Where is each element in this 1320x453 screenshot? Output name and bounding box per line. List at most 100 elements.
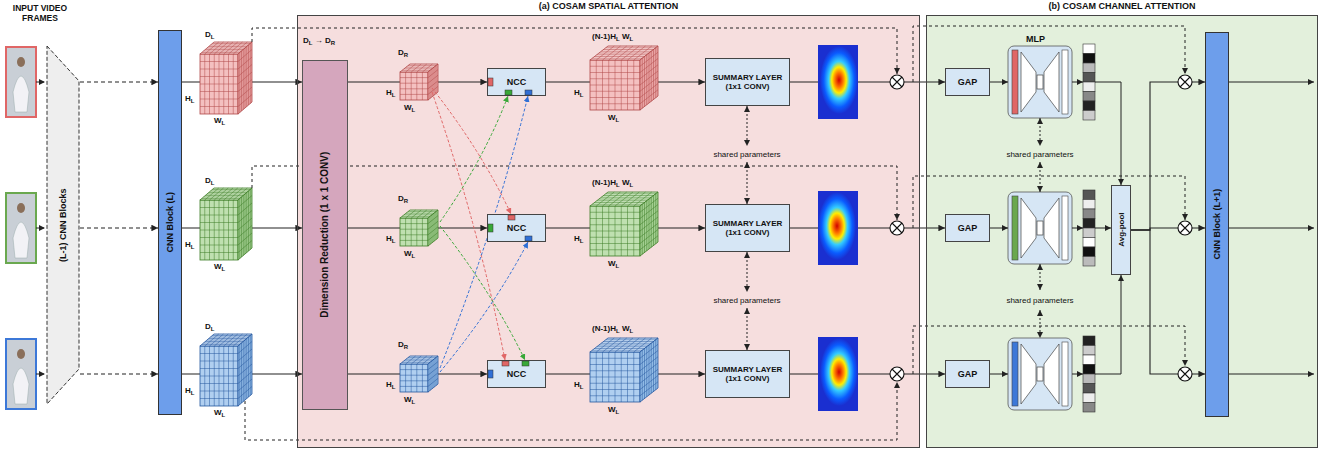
shared-note: shared parameters	[1000, 150, 1080, 160]
attention-vector	[1083, 257, 1095, 267]
shared-parameter-link	[747, 308, 748, 350]
ncc-input-marker	[508, 215, 515, 220]
shared-parameter-link	[747, 252, 748, 292]
node-label: (L-1) CNN Blocks	[58, 188, 68, 262]
cross-correlation-arrow	[440, 226, 525, 360]
dimension-label: HL	[574, 380, 583, 390]
wire	[1095, 228, 1111, 229]
ncc-input-marker	[525, 236, 532, 241]
attention-vector	[1083, 403, 1095, 413]
node-label: GAP	[958, 369, 978, 379]
attention-heatmap	[820, 338, 858, 406]
connector	[790, 373, 945, 374]
multiply-symbol	[890, 367, 904, 381]
mlp-label: MLP	[1026, 34, 1045, 44]
node-label: SUMMARY LAYER (1x1 CONV)	[708, 73, 787, 91]
attention-vector	[1083, 73, 1095, 83]
cube-grid	[200, 334, 252, 406]
cube-grid	[200, 42, 252, 114]
person-figure	[17, 349, 25, 359]
multiply-symbol	[1178, 221, 1192, 235]
mlp-block	[1008, 46, 1072, 118]
frame-arrow	[36, 374, 45, 375]
attention-vector	[1083, 101, 1095, 111]
mlp-output	[1062, 342, 1068, 406]
summary-layer: SUMMARY LAYER (1x1 CONV)	[705, 350, 790, 398]
shared-parameter-link	[1040, 310, 1041, 338]
output-arrow	[1229, 374, 1314, 375]
multiply-symbol	[892, 369, 902, 379]
wire	[1072, 82, 1083, 83]
region-title: (b) COSAM CHANNEL ATTENTION	[927, 1, 1317, 11]
person-figure	[13, 368, 29, 404]
summary-layer: SUMMARY LAYER (1x1 CONV)	[705, 58, 790, 106]
attention-vector	[1083, 228, 1095, 238]
node-label: NCC	[507, 77, 527, 87]
cube-grid	[590, 192, 658, 256]
cross-correlation-arrow	[440, 96, 508, 222]
dimension-label: WL	[608, 259, 619, 269]
person-figure	[17, 57, 25, 67]
ncc-input-marker	[488, 224, 493, 232]
gap-box: GAP	[945, 68, 990, 96]
mlp-input	[1012, 196, 1018, 260]
wire	[1095, 275, 1121, 374]
frame-arrow	[36, 82, 45, 83]
shared-note: shared parameters	[707, 150, 787, 160]
dimension-label: (N-1)HL WL	[592, 324, 633, 334]
connector	[80, 227, 158, 228]
cube-grid	[400, 210, 438, 246]
connector	[790, 81, 945, 82]
attention-vector	[1083, 374, 1095, 384]
shared-parameter-link	[747, 106, 748, 146]
mlp-output	[1062, 50, 1068, 114]
channel-region-fill	[926, 15, 1318, 448]
dimension-label: WL	[404, 249, 415, 259]
mlp-block	[1008, 192, 1072, 264]
cube-grid	[590, 46, 658, 110]
spatial-region-fill	[297, 15, 920, 448]
attention-vector	[1083, 247, 1095, 257]
mlp-layer	[1021, 52, 1036, 112]
dimension-label: DR	[398, 340, 408, 350]
dimension-label: HL	[574, 88, 583, 98]
ncc-input-marker	[488, 370, 493, 378]
region-title: (a) COSAM SPATIAL ATTENTION	[298, 1, 919, 11]
dimension-label: HL	[185, 94, 194, 104]
attention-vector	[1083, 82, 1095, 92]
dimension-label: HL	[574, 234, 583, 244]
multiply-symbol	[1180, 369, 1190, 379]
mlp-block	[1008, 338, 1072, 410]
mlp-layer	[1021, 344, 1036, 404]
video-frame	[6, 193, 36, 263]
dimension-label: WL	[404, 395, 415, 405]
mlp-layer	[1044, 198, 1059, 258]
attention-vector	[1083, 54, 1095, 64]
dimension-label: (N-1)HL WL	[592, 32, 633, 42]
cube-grid	[200, 188, 252, 260]
dimension-label: DR	[398, 194, 408, 204]
cnn-block: CNN Block (L)	[158, 30, 182, 415]
wire	[990, 374, 1008, 375]
cross-correlation-arrow	[432, 88, 511, 214]
dimension-label: HL	[386, 88, 395, 98]
dimension-label: WL	[608, 113, 619, 123]
attention-heatmap	[818, 45, 858, 119]
attention-vector	[1083, 111, 1095, 121]
wire	[990, 82, 1008, 83]
attention-vector	[1083, 63, 1095, 73]
attention-heatmap	[820, 46, 858, 114]
person-figure	[13, 76, 29, 112]
ncc-input-marker	[525, 90, 532, 95]
attention-heatmap	[818, 337, 858, 411]
person-figure	[13, 222, 29, 258]
frame-arrow	[36, 228, 45, 229]
dimension-label: DL	[205, 30, 214, 40]
multiply-symbol	[1178, 75, 1192, 89]
ncc-box: NCC	[487, 360, 546, 388]
mlp-layer	[1037, 221, 1043, 235]
attention-vector	[1083, 44, 1095, 54]
shared-note: shared parameters	[707, 296, 787, 306]
multiply-symbol	[1178, 367, 1192, 381]
